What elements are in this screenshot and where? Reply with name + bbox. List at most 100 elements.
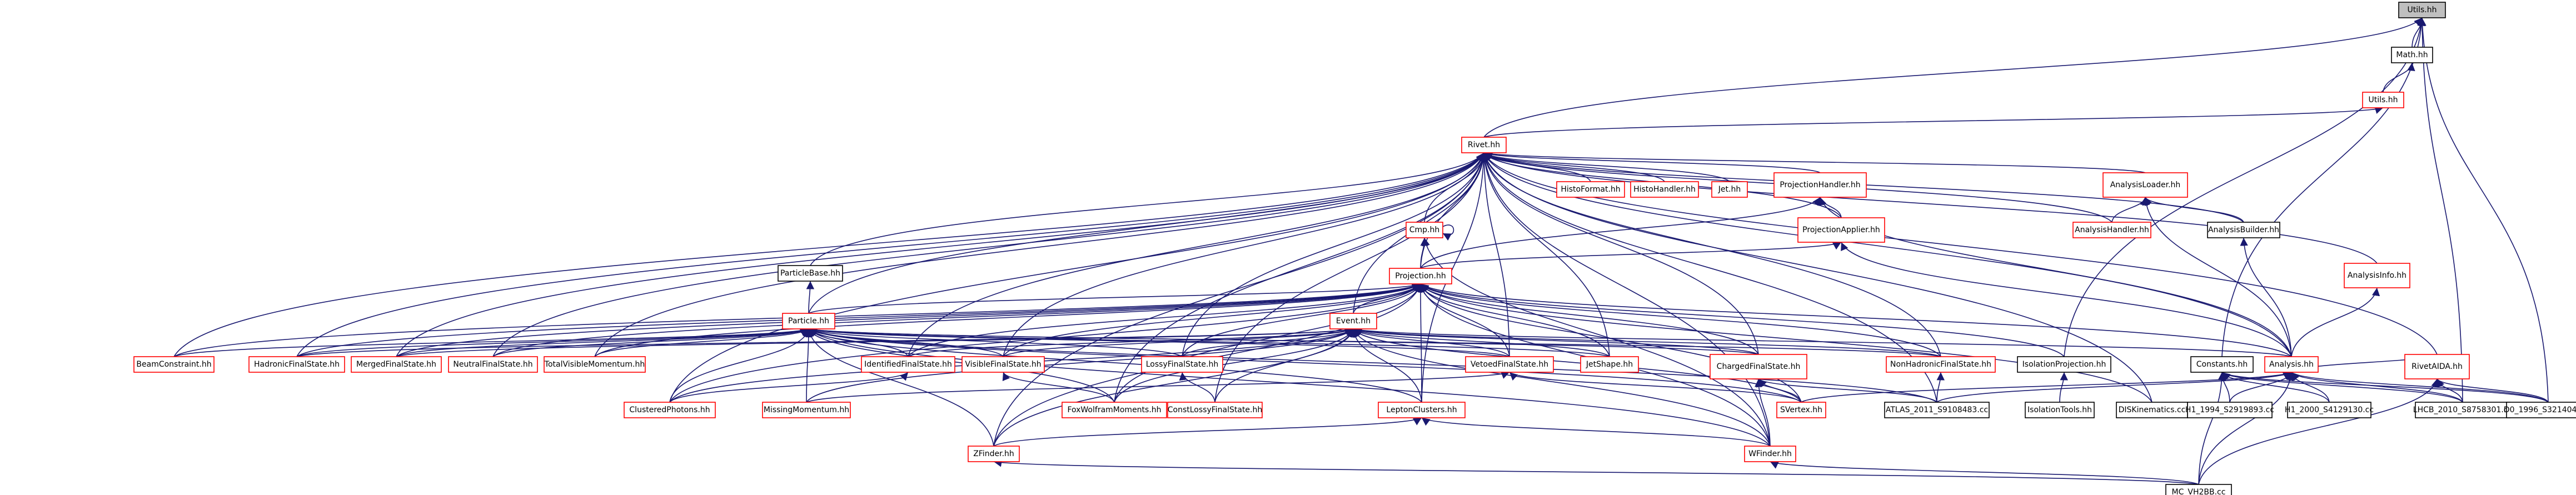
file-node-rivetaida[interactable]: RivetAIDA.hh <box>2404 354 2470 379</box>
file-node-missingmom[interactable]: MissingMomentum.hh <box>762 402 851 418</box>
file-node-clusteredphotons[interactable]: ClusteredPhotons.hh <box>624 402 716 418</box>
file-node-box <box>2362 92 2404 108</box>
file-node-analysishandler[interactable]: AnalysisHandler.hh <box>2072 222 2151 238</box>
file-node-mergedfs[interactable]: MergedFinalState.hh <box>351 356 442 373</box>
file-node-jetshape[interactable]: JetShape.hh <box>1580 356 1639 373</box>
file-node-box <box>1329 313 1377 329</box>
file-node-box <box>1776 402 1826 418</box>
file-node-vetoedfs[interactable]: VetoedFinalState.hh <box>1465 356 1554 373</box>
file-node-analysisloader[interactable]: AnalysisLoader.hh <box>2102 172 2188 198</box>
file-node-label: NeutralFinalState.hh <box>453 360 532 369</box>
file-node-svertex[interactable]: SVertex.hh <box>1776 402 1826 418</box>
file-node-foxwolfram[interactable]: FoxWolframMoments.hh <box>1062 402 1167 418</box>
dependency-edge <box>1483 152 1730 182</box>
file-node-visiblefs[interactable]: VisibleFinalState.hh <box>961 356 1045 373</box>
file-node-histoformat[interactable]: HistoFormat.hh <box>1556 181 1625 198</box>
file-node-projhandler[interactable]: ProjectionHandler.hh <box>1773 172 1867 198</box>
dependency-edge <box>492 328 809 357</box>
file-node-label: ConstLossyFinalState.hh <box>1168 406 1263 414</box>
dependency-edge <box>806 328 994 447</box>
file-node-box <box>2072 222 2151 238</box>
file-node-utils-inner[interactable]: Utils.hh <box>2362 92 2404 108</box>
file-node-cmp[interactable]: Cmp.hh <box>1406 222 1443 238</box>
dependency-edge <box>296 152 1484 357</box>
file-node-label: HistoHandler.hh <box>1633 185 1696 194</box>
file-node-constlossyfs[interactable]: ConstLossyFinalState.hh <box>1167 402 1263 418</box>
dependency-edge <box>1936 372 2292 403</box>
file-node-label: AnalysisBuilder.hh <box>2208 226 2279 234</box>
dependency-edge <box>1770 461 2199 485</box>
file-node-chargedfs[interactable]: ChargedFinalState.hh <box>1710 354 1807 379</box>
file-node-analysis[interactable]: Analysis.hh <box>2264 356 2319 373</box>
dependency-edge <box>2288 372 2330 403</box>
file-node-label: ChargedFinalState.hh <box>1717 362 1801 371</box>
file-node-neutralfs[interactable]: NeutralFinalState.hh <box>448 356 538 373</box>
dependency-edge <box>1353 328 1610 357</box>
dependency-edge <box>908 328 1354 357</box>
file-node-label: AnalysisInfo.hh <box>2348 271 2406 280</box>
dependency-edge <box>1442 224 1454 241</box>
dependency-edge <box>2240 237 2292 357</box>
dependency-edge <box>1003 283 1421 357</box>
file-node-hadronicfs[interactable]: HadronicFinalState.hh <box>248 356 345 373</box>
file-node-h1-1994: H1_1994_S2919893.cc <box>2185 402 2274 418</box>
file-node-label: IsolationTools.hh <box>2027 406 2092 414</box>
file-node-label: D0_1996_S3214044.cc <box>2504 406 2576 414</box>
file-node-box <box>1710 354 1807 379</box>
dependency-edge <box>993 328 1355 447</box>
dependency-edge <box>1483 152 1665 182</box>
dependency-edge <box>396 327 1354 357</box>
file-node-box <box>1461 137 1507 153</box>
dependency-edge <box>808 152 1484 314</box>
file-node-totalvismom[interactable]: TotalVisibleMomentum.hh <box>544 356 646 373</box>
dependency-edge <box>806 371 1510 403</box>
file-node-box <box>2506 402 2576 418</box>
file-node-zfinder[interactable]: ZFinder.hh <box>968 446 1020 462</box>
dependency-edge <box>1182 328 1354 357</box>
dependency-edge <box>1420 283 2153 403</box>
file-node-box <box>448 356 538 373</box>
file-node-lossyfs[interactable]: LossyFinalState.hh <box>1141 356 1223 373</box>
dependency-edge <box>1114 328 1354 403</box>
file-node-particlebase: ParticleBase.hh <box>778 265 843 282</box>
dependency-edge <box>1481 152 1771 447</box>
file-node-box <box>1630 181 1699 198</box>
dependency-edge <box>1841 242 2292 357</box>
file-node-nonhadronicfs[interactable]: NonHadronicFinalState.hh <box>1886 356 1996 373</box>
dependency-edge <box>2437 378 2549 403</box>
dependency-edge <box>1509 372 1802 403</box>
dependency-edge <box>2221 17 2426 357</box>
dependency-edge <box>810 152 1484 266</box>
dependency-edge <box>1483 152 2292 357</box>
file-node-box <box>2404 354 2470 379</box>
file-node-label: Cmp.hh <box>1409 226 1440 234</box>
file-node-event[interactable]: Event.hh <box>1329 313 1377 329</box>
dependency-edge <box>1817 197 1842 218</box>
file-node-beamconstraint[interactable]: BeamConstraint.hh <box>133 356 215 373</box>
file-node-wfinder[interactable]: WFinder.hh <box>1744 446 1796 462</box>
dependency-edge <box>1114 283 1422 403</box>
dependency-edge <box>806 281 815 314</box>
file-node-label: ProjectionApplier.hh <box>1802 226 1880 234</box>
dependency-edge <box>396 152 1484 357</box>
file-node-particle[interactable]: Particle.hh <box>782 313 835 329</box>
file-node-label: DISKinematics.cc <box>2119 406 2186 414</box>
file-node-label: IdentifiedFinalState.hh <box>864 360 952 369</box>
file-node-box <box>1389 268 1452 284</box>
file-node-projapplier[interactable]: ProjectionApplier.hh <box>1797 217 1885 243</box>
dependency-edge <box>993 417 1422 447</box>
dependency-edge <box>1179 372 1215 403</box>
dependency-edge <box>296 283 1421 357</box>
dependency-edge <box>1350 328 1422 403</box>
dependency-edge <box>1420 242 1842 269</box>
file-node-identifiedfs[interactable]: IdentifiedFinalState.hh <box>861 356 955 373</box>
file-node-jet[interactable]: Jet.hh <box>1711 181 1748 198</box>
dependency-edge <box>1421 152 1488 403</box>
file-node-analysisinfo[interactable]: AnalysisInfo.hh <box>2344 263 2410 288</box>
file-node-leptonclusters[interactable]: LeptonClusters.hh <box>1378 402 1466 418</box>
file-node-projection[interactable]: Projection.hh <box>1389 268 1452 284</box>
dependency-edge <box>396 283 1421 357</box>
file-node-rivet[interactable]: Rivet.hh <box>1461 137 1507 153</box>
file-node-histohandler[interactable]: HistoHandler.hh <box>1630 181 1699 198</box>
dependency-edge <box>808 327 1610 357</box>
